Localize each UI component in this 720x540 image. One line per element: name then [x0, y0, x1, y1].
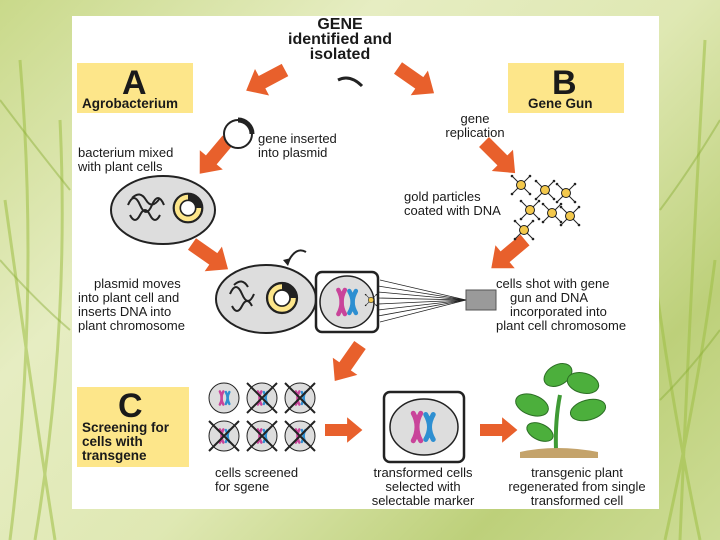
panel-a-box — [77, 63, 193, 113]
caption-line: transformed cells — [373, 465, 473, 480]
caption-line: cells shot with gene — [496, 276, 610, 291]
caption-line: gold particles — [404, 189, 481, 204]
panel-c-box — [77, 387, 189, 467]
panel-c-label: Screening for cells with transgene — [82, 421, 169, 463]
arrow-to-a — [239, 56, 293, 104]
caption-line: incorporated into — [510, 304, 607, 319]
panel-c-line-2: cells with — [82, 434, 143, 449]
caption-line: gene — [460, 111, 490, 126]
transgenic-plant-icon — [515, 363, 607, 458]
caption-line: plasmid moves — [94, 276, 181, 291]
caption-cells-screened: cells screened for sgene — [215, 466, 298, 494]
caption-bacterium-mixed: bacterium mixed with plant cells — [78, 146, 173, 174]
nucleus-box-icon — [314, 270, 380, 334]
title-line-2: identified and — [288, 31, 392, 48]
caption-line: inserts DNA into — [78, 304, 172, 319]
caption-transformed-cells: transformed cells selected with selectab… — [358, 466, 488, 508]
caption-line: gun and DNA — [510, 290, 589, 305]
caption-line: plant chromosome — [78, 318, 185, 333]
caption-transgenic-plant: transgenic plant regenerated from single… — [496, 466, 658, 508]
caption-line: transgenic plant — [531, 465, 623, 480]
caption-line: regenerated from single — [508, 479, 646, 494]
caption-line: plant cell chromosome — [496, 318, 627, 333]
gene-curve-icon — [337, 76, 364, 88]
caption-line: coated with DNA — [404, 203, 501, 218]
selected-cell-icon — [382, 390, 466, 464]
caption-line: for sgene — [215, 479, 270, 494]
screening-cells-icon — [208, 382, 316, 452]
caption-line: selected with — [385, 479, 461, 494]
title-line-1: GENE — [317, 16, 363, 33]
bacteria-cell-icon — [110, 175, 216, 245]
caption-line: replication — [445, 125, 505, 140]
caption-line: bacterium mixed — [78, 145, 174, 160]
diagram-title: GENE identified and isolated — [260, 16, 420, 63]
caption-line: into plant cell and — [78, 290, 180, 305]
caption-gene-inserted: gene inserted into plasmid — [258, 132, 337, 160]
plant-cell-icon — [215, 249, 317, 334]
plasmid-icon — [223, 117, 255, 149]
caption-line: cells screened — [215, 465, 299, 480]
caption-gold-particles: gold particles coated with DNA — [404, 190, 501, 218]
panel-c-line-3: transgene — [82, 448, 147, 463]
caption-line: into plasmid — [258, 145, 328, 160]
panel-c-line-1: Screening for — [82, 420, 170, 435]
arrow-select-to-plant — [480, 417, 518, 443]
panel-b-label: Gene Gun — [528, 96, 593, 111]
panel-a-letter: A — [122, 64, 147, 102]
arrow-b-down — [473, 131, 526, 184]
caption-line: gene inserted — [258, 131, 337, 146]
panel-b-box — [508, 63, 624, 113]
panel-c-letter: C — [118, 387, 143, 425]
panel-a-label: Agrobacterium — [82, 96, 179, 111]
caption-line: selectable marker — [371, 493, 475, 508]
caption-cells-shot: cells shot with gene gun and DNA incorpo… — [496, 277, 626, 333]
title-line-3: isolated — [309, 46, 371, 63]
caption-line: with plant cells — [78, 159, 163, 174]
caption-gene-replication: gene replication — [425, 112, 525, 140]
gene-gun-icon — [377, 279, 497, 323]
arrow-to-b — [389, 55, 443, 106]
arrow-screen-to-select — [325, 417, 363, 443]
caption-plasmid-moves: plasmid moves into plant cell and insert… — [78, 277, 185, 333]
caption-line: transformed cell — [530, 493, 624, 508]
panel-b-letter: B — [552, 64, 577, 102]
gold-particles-icon — [510, 174, 581, 241]
arrow-to-screening — [322, 336, 373, 390]
arrow-gold-to-gun — [481, 228, 535, 280]
